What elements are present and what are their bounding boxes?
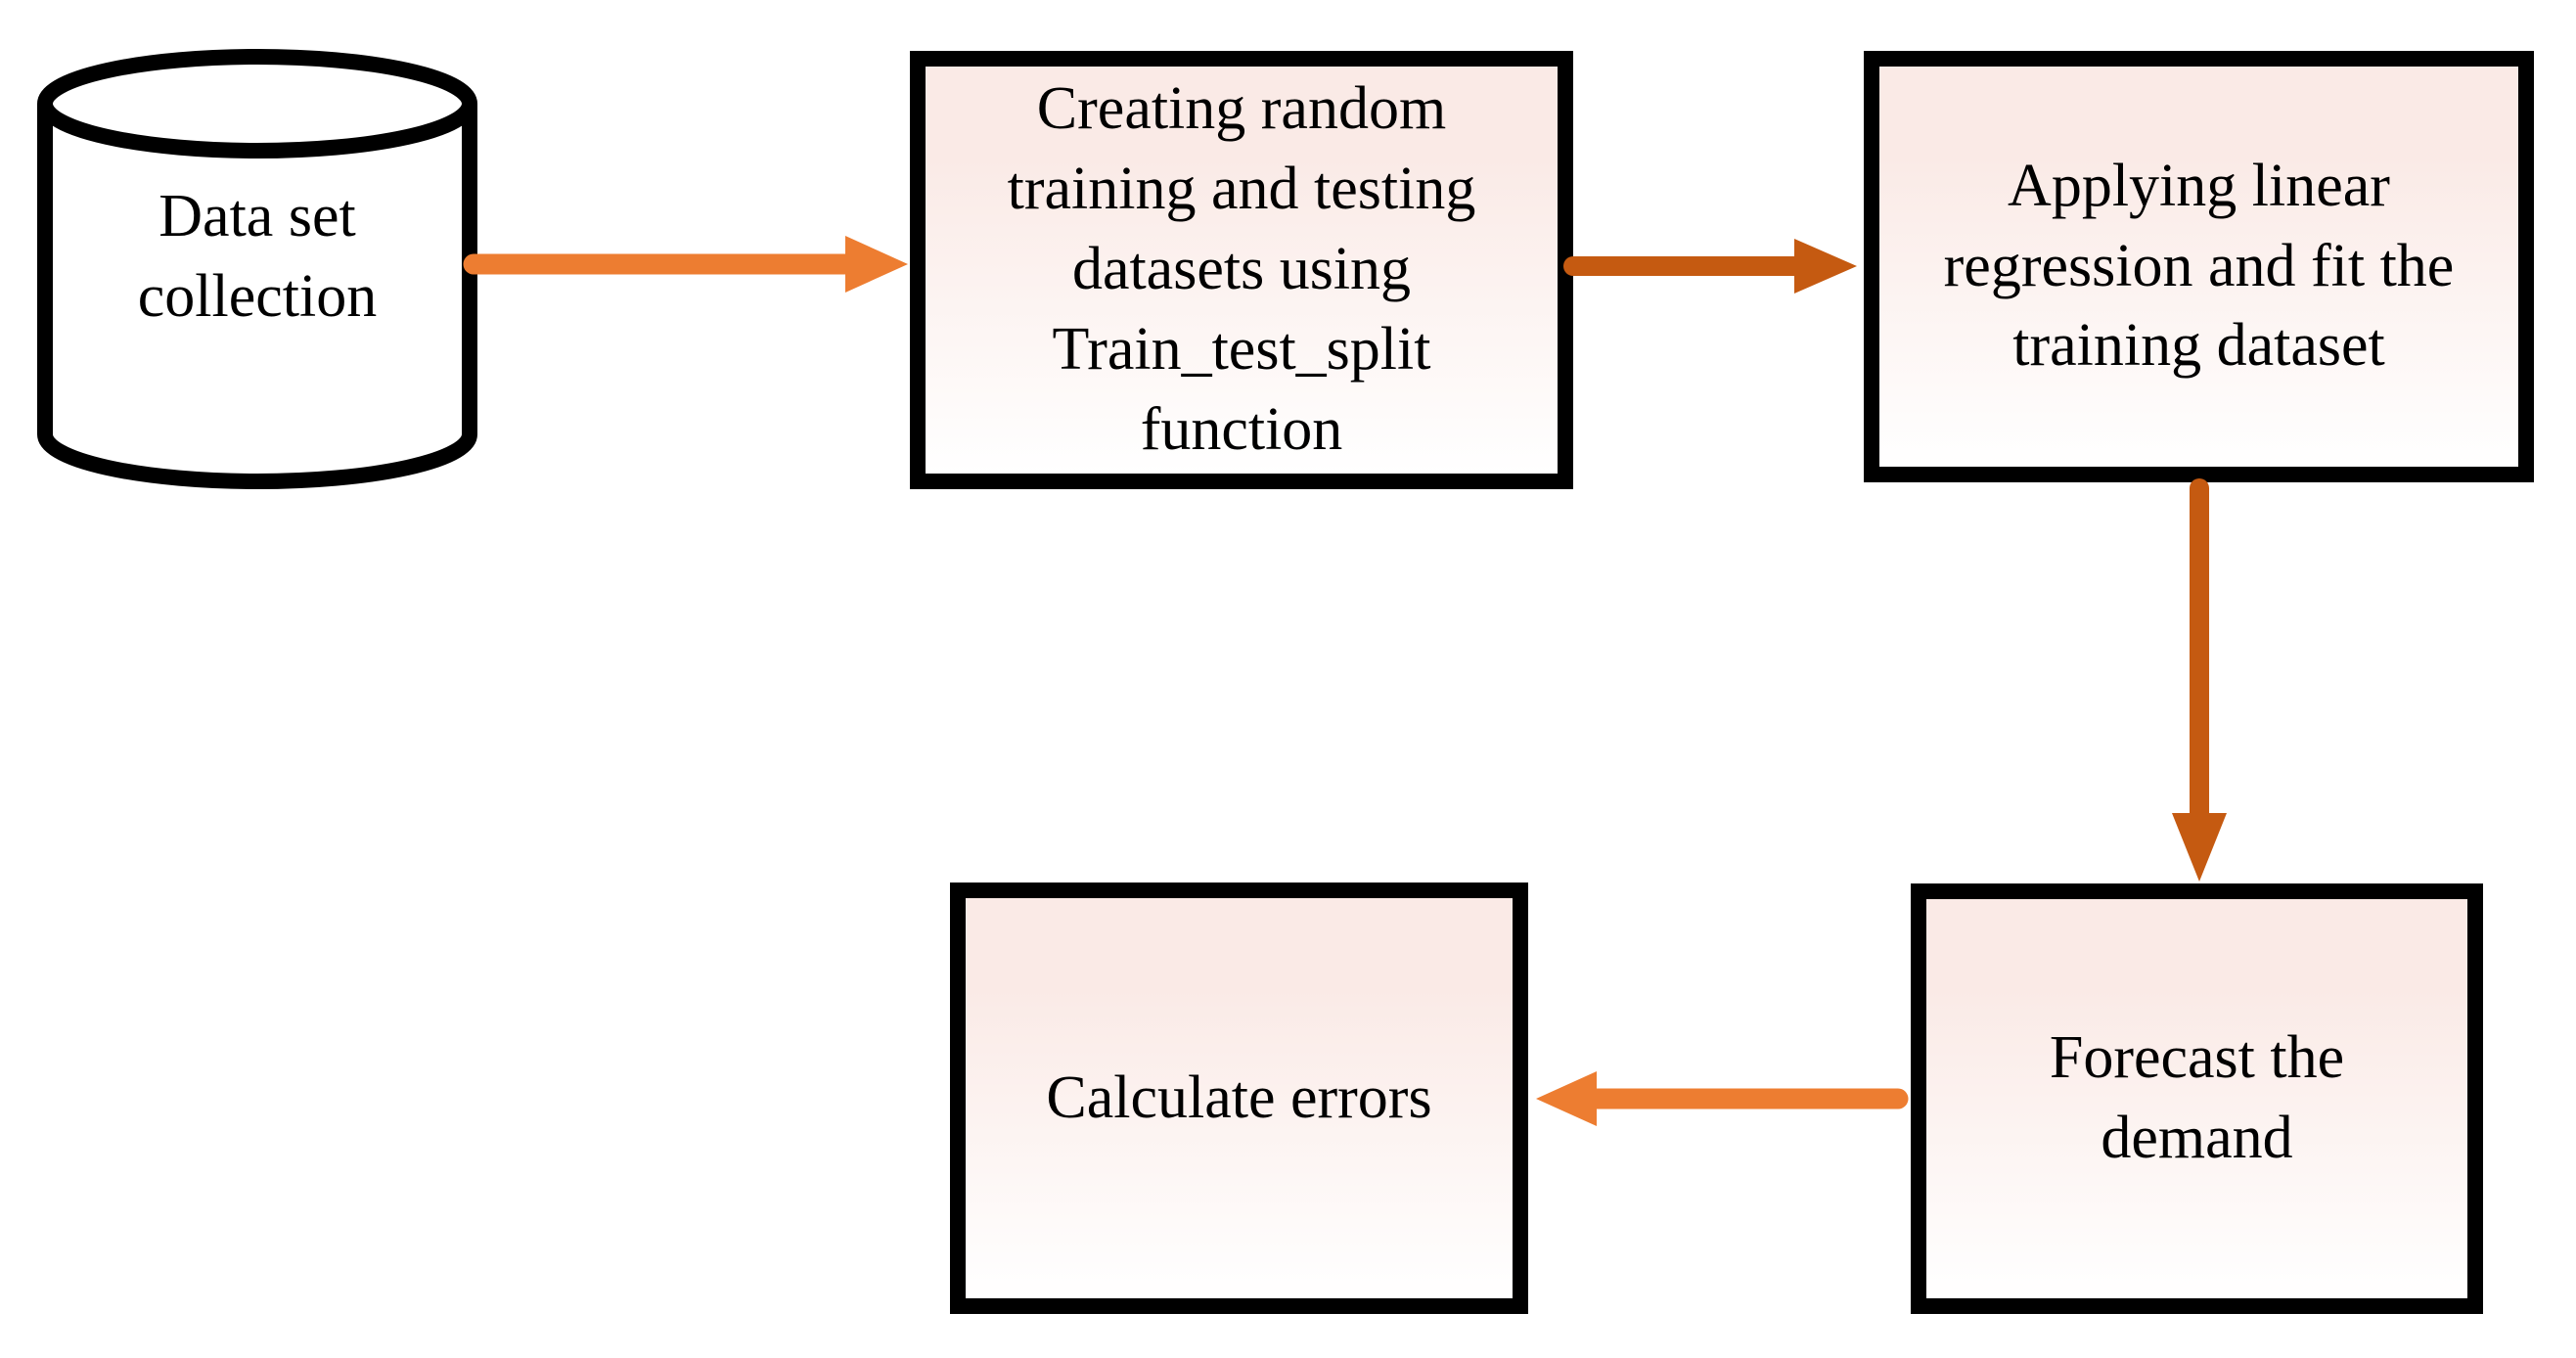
arrow-regression-to-forecast [2172, 478, 2227, 882]
node-label-split: Creating random training and testing dat… [1007, 75, 1476, 463]
cylinder-body [37, 104, 477, 489]
node-train-test-split: Creating random training and testing dat… [910, 51, 1573, 489]
node-label-dataset: Data set collection [137, 183, 378, 330]
database-cylinder-icon [37, 49, 477, 489]
node-label-errors: Calculate errors [1046, 1064, 1432, 1131]
arrow-split-to-regression [1563, 239, 1857, 294]
cylinder-top-ellipse [37, 49, 477, 158]
arrow-forecast-to-errors [1536, 1071, 1909, 1126]
arrow-head [2172, 813, 2227, 882]
node-dataset-collection: Data set collection [37, 47, 477, 489]
node-label-regression: Applying linear regression and fit the t… [1943, 152, 2455, 380]
node-forecast-demand: Forecast the demand [1911, 883, 2483, 1314]
node-linear-regression: Applying linear regression and fit the t… [1864, 51, 2534, 482]
arrow-head [1536, 1071, 1597, 1126]
arrow-dataset-to-split [463, 236, 908, 293]
node-calculate-errors: Calculate errors [950, 883, 1528, 1314]
arrow-head [1794, 239, 1857, 294]
node-label-forecast: Forecast the demand [2049, 1024, 2345, 1171]
arrow-head [845, 236, 908, 293]
